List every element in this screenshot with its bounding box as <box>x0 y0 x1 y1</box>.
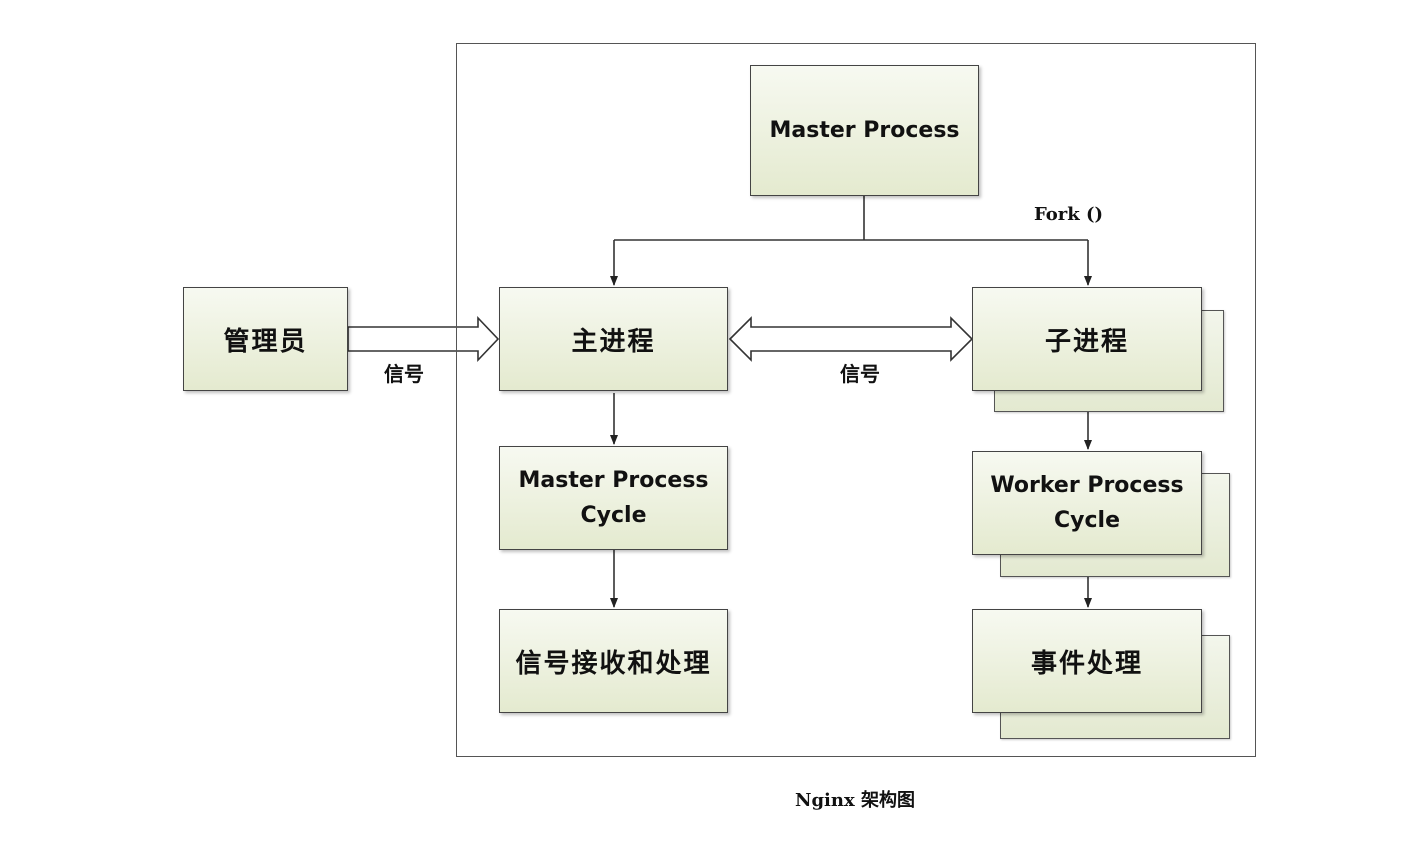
worker-cycle-label-line2: Cycle <box>1054 508 1120 533</box>
nginx-boundary-frame <box>456 43 1256 757</box>
admin-signal-label: 信号 <box>384 362 424 386</box>
master-process-cycle-node: Master Process Cycle <box>499 446 728 550</box>
master-process-label: Master Process <box>769 117 960 143</box>
signal-handling-label: 信号接收和处理 <box>515 648 712 679</box>
child-process-node: 子进程 <box>972 287 1202 391</box>
admin-node: 管理员 <box>183 287 348 391</box>
signal-handling-node: 信号接收和处理 <box>499 609 728 713</box>
main-child-signal-label: 信号 <box>840 362 880 386</box>
worker-process-cycle-node: Worker Process Cycle <box>972 451 1202 555</box>
master-process-node: Master Process <box>750 65 979 196</box>
worker-cycle-label-line1: Worker Process <box>990 472 1184 498</box>
master-cycle-label-line1: Master Process <box>518 467 709 493</box>
main-process-label: 主进程 <box>571 326 656 357</box>
admin-signal-hollow-arrow <box>347 316 500 362</box>
main-process-node: 主进程 <box>499 287 728 391</box>
diagram-caption: Nginx 架构图 <box>795 790 915 811</box>
fork-label: Fork () <box>1034 204 1104 225</box>
event-handling-label: 事件处理 <box>1030 648 1143 679</box>
child-process-label: 子进程 <box>1044 326 1129 357</box>
event-handling-node: 事件处理 <box>972 609 1202 713</box>
admin-label: 管理员 <box>223 326 308 357</box>
master-cycle-label-line2: Cycle <box>580 503 647 528</box>
